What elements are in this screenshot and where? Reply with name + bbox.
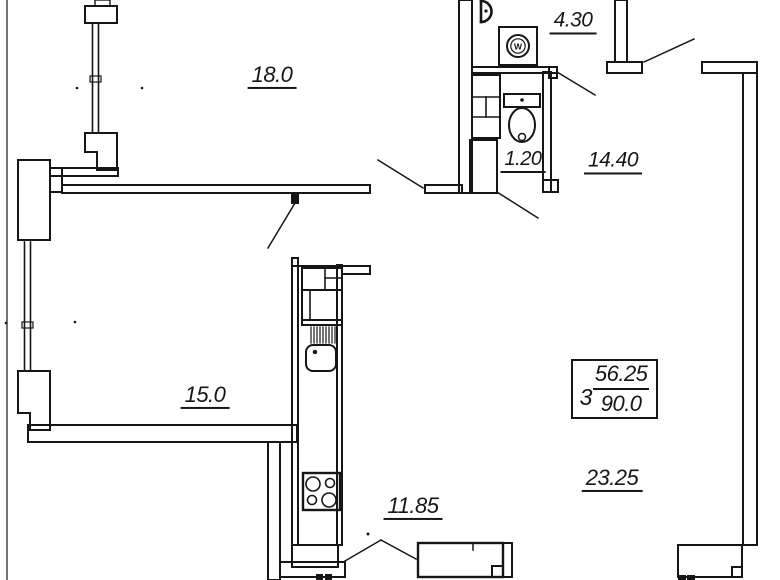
bottom-left-pillar xyxy=(17,370,51,431)
room-label-kitchen: 11.85 xyxy=(383,494,443,521)
room-label-room18: 18.0 xyxy=(247,63,297,90)
bathroom-door-swing xyxy=(555,70,597,97)
door-room15 xyxy=(266,192,299,250)
kitchen-balcony-door xyxy=(343,532,513,579)
area-fraction: 56.25 90.0 xyxy=(592,361,650,417)
bathroom-sink-icon xyxy=(479,0,493,24)
reference-dots xyxy=(4,86,144,325)
top-left-window-column xyxy=(84,0,118,171)
wc-walls xyxy=(495,71,559,220)
washing-machine-icon: W xyxy=(498,26,538,66)
room-label-wc: 1.20 xyxy=(500,149,546,173)
room-label-hallway: 14.40 xyxy=(583,149,643,175)
stove-icon xyxy=(301,471,342,512)
wc-door-swing xyxy=(495,190,540,220)
total-area-value: 90.0 xyxy=(600,391,642,416)
room15-bottom-wall xyxy=(27,424,298,443)
main-horizontal-wall xyxy=(49,167,463,194)
entrance-door-swing xyxy=(643,38,695,63)
kitchen-walls xyxy=(267,257,343,580)
room-label-room15: 15.0 xyxy=(180,383,230,410)
room-label-bathroom: 4.30 xyxy=(549,9,597,35)
left-pillar xyxy=(17,159,51,241)
rooms-count: 3 xyxy=(579,383,593,410)
dish-rack-icon xyxy=(310,326,336,344)
kitchen-bottom-cabinets xyxy=(279,544,346,580)
kitchen-sink-icon xyxy=(305,344,337,372)
wc-duct-shaft xyxy=(469,74,501,194)
apartment-summary-box: 3 56.25 90.0 xyxy=(571,359,658,419)
door-room18-swing xyxy=(376,158,425,190)
room-label-living: 23.25 xyxy=(581,466,643,493)
washing-machine-letter: W xyxy=(514,42,523,52)
bathroom-bottom-wall xyxy=(471,66,597,97)
right-exterior-wall xyxy=(742,72,758,546)
living-area-value: 56.25 xyxy=(592,361,650,390)
entrance-walls xyxy=(606,0,758,74)
toilet-icon xyxy=(503,93,541,143)
room15-window-icon xyxy=(21,241,34,372)
living-balcony-block xyxy=(677,544,743,580)
kitchen-counter xyxy=(301,265,371,326)
